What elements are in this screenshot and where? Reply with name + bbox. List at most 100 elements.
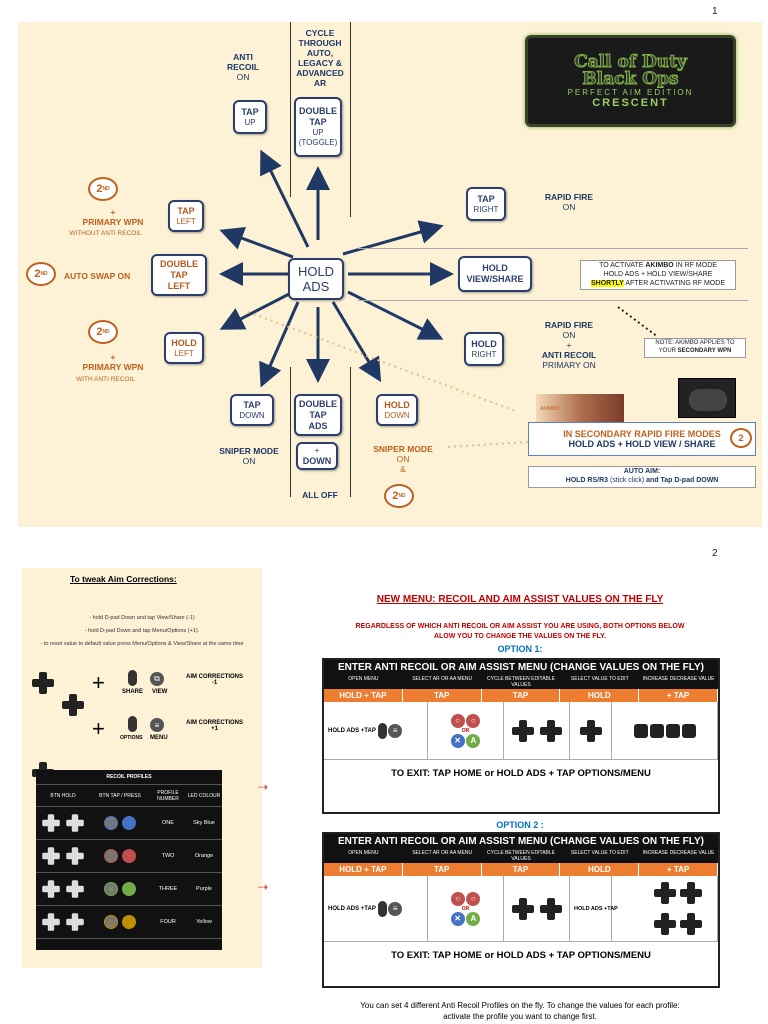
plus-down-box: +DOWN bbox=[296, 442, 338, 470]
options-label: OPTIONS bbox=[120, 735, 143, 741]
l2-button-icon bbox=[666, 724, 680, 738]
tweak-title: To tweak Aim Corrections: bbox=[70, 574, 177, 584]
dpad-icon bbox=[654, 882, 676, 904]
game-logo: Call of Duty Black Ops PERFECT AIM EDITI… bbox=[525, 35, 736, 127]
secondary-rf-box: IN SECONDARY RAPID FIRE MODES HOLD ADS +… bbox=[528, 422, 756, 456]
face-button-icon bbox=[122, 849, 136, 863]
options-button-icon bbox=[378, 723, 387, 739]
second-rf-badge: 2 bbox=[730, 428, 752, 448]
view-label: VIEW bbox=[152, 689, 167, 695]
face-button-icon: ✕ bbox=[104, 882, 118, 896]
dpad-icon bbox=[66, 913, 84, 931]
regardless-note: REGARDLESS OF WHICH ANTI RECOIL OR AIM A… bbox=[290, 622, 750, 642]
menu-button-icon: ≡ bbox=[388, 902, 402, 916]
page-number: 2 bbox=[712, 548, 718, 559]
options-button-icon bbox=[128, 716, 137, 732]
second-rf-badge: 2ND bbox=[88, 320, 118, 344]
circle-button-icon: ○ bbox=[466, 892, 480, 906]
view-button-icon: ⧉ bbox=[150, 672, 164, 686]
option-1-label: OPTION 1: bbox=[290, 644, 750, 654]
circle-button-icon: ○ bbox=[451, 892, 465, 906]
footer-note: You can set 4 different Anti Recoil Prof… bbox=[290, 1000, 750, 1022]
primary-wpn-with-label: +PRIMARY WPN bbox=[73, 352, 153, 372]
option-2-label: OPTION 2 : bbox=[290, 820, 750, 830]
divider bbox=[350, 367, 351, 497]
menu-button-icon: ≡ bbox=[150, 718, 164, 732]
without-ar-label: WITHOUT ANTI RECOIL bbox=[58, 230, 153, 237]
dpad-icon bbox=[66, 814, 84, 832]
dpad-icon bbox=[540, 720, 562, 742]
cross-button-icon: ✕ bbox=[451, 912, 465, 926]
share-label: SHARE bbox=[122, 689, 143, 695]
dpad-icon bbox=[66, 880, 84, 898]
a-button-icon: A bbox=[466, 734, 480, 748]
share-button-icon bbox=[128, 670, 137, 686]
face-button-icon bbox=[122, 816, 136, 830]
face-button-icon: ○ bbox=[104, 849, 118, 863]
l1-button-icon bbox=[634, 724, 648, 738]
option-2-menu: ENTER ANTI RECOIL OR AIM ASSIST MENU (CH… bbox=[322, 832, 720, 988]
plus-icon: + bbox=[92, 716, 105, 742]
dpad-icon bbox=[32, 672, 54, 694]
dpad-icon bbox=[680, 882, 702, 904]
r2-button-icon bbox=[682, 724, 696, 738]
dpad-icon bbox=[42, 913, 60, 931]
aim-minus-label: AIM CORRECTIONS-1 bbox=[186, 674, 243, 686]
dpad-icon bbox=[42, 814, 60, 832]
face-button-icon bbox=[122, 915, 136, 929]
face-button-icon bbox=[122, 882, 136, 896]
options-button-icon bbox=[378, 901, 387, 917]
circle-button-icon: ○ bbox=[466, 714, 480, 728]
dpad-icon bbox=[42, 880, 60, 898]
divider bbox=[290, 367, 291, 497]
dpad-icon bbox=[42, 847, 60, 865]
cross-button-icon: ✕ bbox=[451, 734, 465, 748]
dpad-icon bbox=[62, 694, 84, 716]
face-button-icon: ▢ bbox=[104, 816, 118, 830]
circle-button-icon: ○ bbox=[451, 714, 465, 728]
dpad-icon bbox=[580, 720, 602, 742]
divider bbox=[358, 248, 748, 249]
option-1-menu: ENTER ANTI RECOIL OR AIM ASSIST MENU (CH… bbox=[322, 658, 720, 814]
akimbo-applies-note: NOTE: AKIMBO APPLIES TO YOUR SECONDARY W… bbox=[644, 338, 746, 358]
controller-image bbox=[678, 378, 736, 418]
primary-wpn-without-label: +PRIMARY WPN bbox=[73, 207, 153, 227]
divider bbox=[350, 22, 351, 217]
arrow-icon: ⇢ bbox=[258, 780, 268, 794]
auto-swap-label: AUTO SWAP ON bbox=[64, 271, 144, 281]
page-number: 1 bbox=[712, 6, 718, 17]
menu-label: MENU bbox=[150, 735, 168, 741]
plus-icon: + bbox=[92, 670, 105, 696]
dpad-icon bbox=[66, 847, 84, 865]
auto-aim-note: AUTO AIM: HOLD RS/R3 (stick click) and T… bbox=[528, 466, 756, 488]
akimbo-note: TO ACTIVATE AKIMBO IN RF MODE HOLD ADS +… bbox=[580, 260, 736, 290]
tweak-instructions: - hold D-pad Down and tap View/Share (-1… bbox=[22, 612, 262, 651]
dpad-icon bbox=[512, 720, 534, 742]
face-button-icon: △ bbox=[104, 915, 118, 929]
dpad-icon bbox=[512, 898, 534, 920]
